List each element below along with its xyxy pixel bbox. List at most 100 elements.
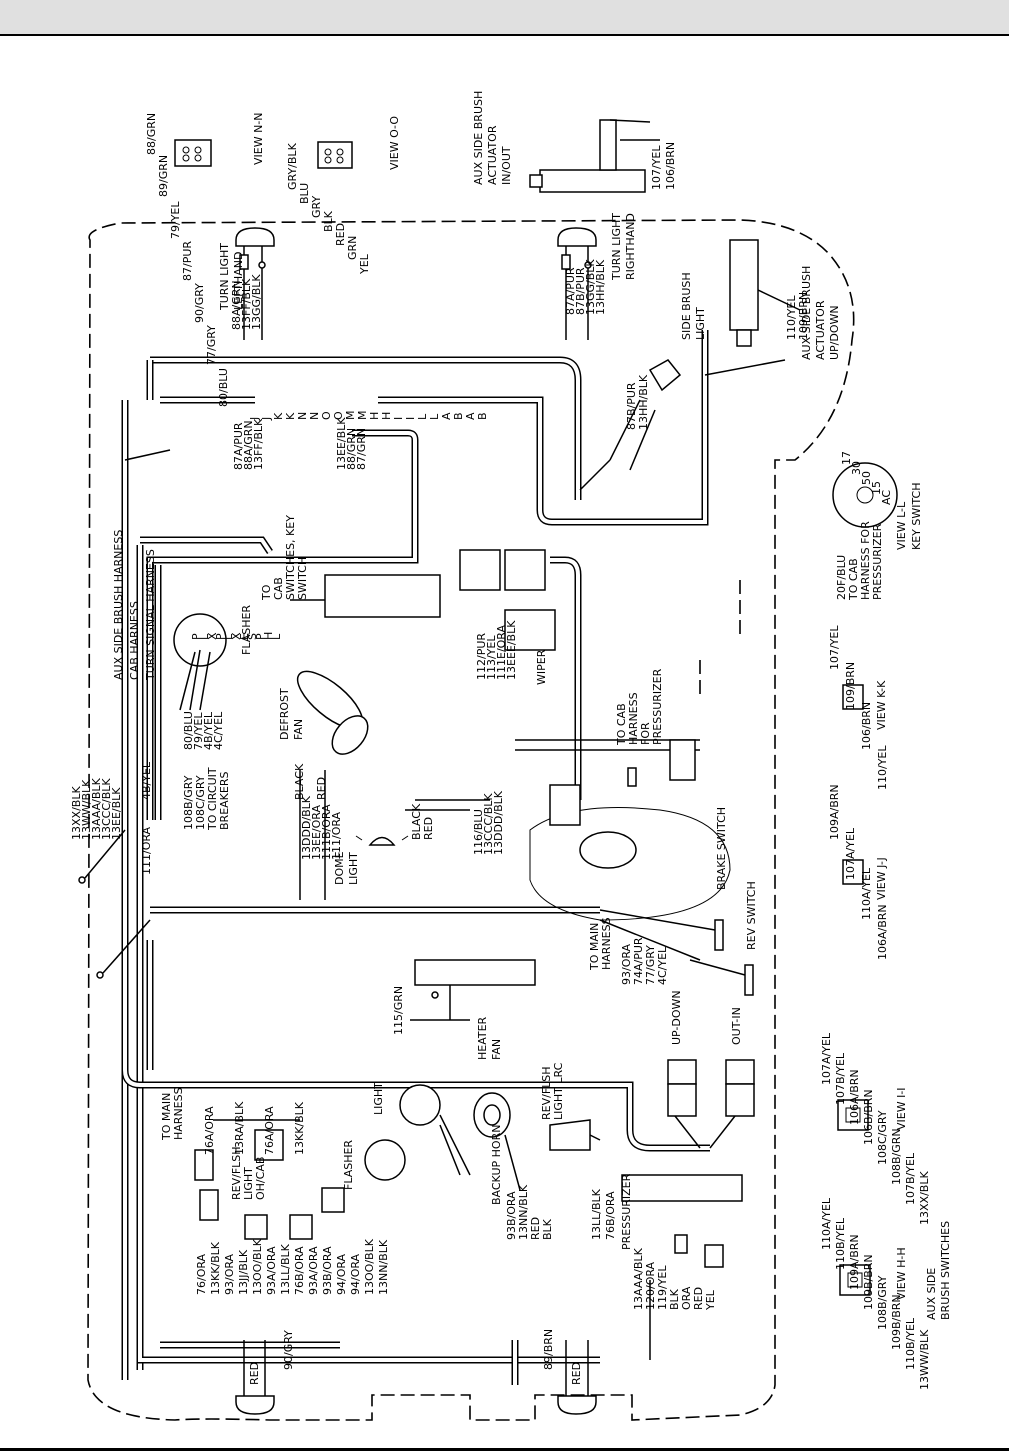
label-view-kk-wires: 110/YEL bbox=[876, 745, 889, 790]
footer-rule bbox=[0, 1448, 1009, 1451]
label-conn-letters: L bbox=[428, 413, 441, 420]
label-view-oo-wires: BLU bbox=[298, 183, 311, 204]
label-right-small-wires: 13CCC/BLK bbox=[482, 793, 495, 855]
label-rev-flsh-cab-wires: 13RA/BLK bbox=[233, 1101, 246, 1155]
label-view-kk-wires: 109/BRN bbox=[844, 662, 857, 710]
label-conn-j-wires: 13FF/BLK bbox=[252, 418, 265, 470]
label-rev-flsh-lrc: REV/FLSH bbox=[540, 1066, 553, 1120]
flasher-upper bbox=[173, 613, 227, 711]
label-breaker-label: 108C/GRY bbox=[194, 775, 207, 830]
label-view-nn-wires: 77/GRY bbox=[205, 325, 218, 365]
rev-flash-cab bbox=[194, 1119, 300, 1221]
label-pressurizer-wires: 13AAA/BLK bbox=[632, 1247, 645, 1310]
label-pin-letters: P bbox=[190, 633, 203, 640]
label-to-main-harness-2: TO MAIN bbox=[160, 1093, 173, 1141]
label-heater-wire: 115/GRN bbox=[392, 986, 405, 1035]
label-bottom-left-wires: 13KK/BLK bbox=[209, 1241, 222, 1295]
label-turn-left-wires: 13FF/BLK bbox=[240, 278, 253, 330]
label-turn-right-wires: 87B/PUR bbox=[574, 267, 587, 315]
label-left-ground-wires: 13AAA/BLK bbox=[90, 777, 103, 840]
label-view-ii-wires: 107B/YEL bbox=[834, 1052, 847, 1105]
label-view-ll-wires: PRESSURIZER bbox=[871, 523, 884, 600]
label-bottom-gry: 90/GRY bbox=[282, 1330, 295, 1370]
actuator-in-out bbox=[529, 119, 660, 193]
label-conn-letters: I bbox=[404, 417, 417, 420]
cab-switch-panel bbox=[290, 549, 556, 651]
label-conn-letters: B bbox=[476, 412, 489, 420]
label-aux-in-out: AUX SIDE BRUSH bbox=[472, 91, 485, 185]
view-oo-connector bbox=[317, 141, 353, 169]
label-view-jj-wires: 110A/YEL bbox=[860, 867, 873, 920]
label-side-brush-wires: 87B/PUR bbox=[625, 382, 638, 430]
rev-flash-lrc bbox=[549, 1119, 601, 1151]
label-view-hh-wires: 109B/BRN bbox=[862, 1254, 875, 1310]
label-view-oo-wires: YEL bbox=[358, 253, 371, 275]
label-conn-letters: I bbox=[392, 417, 405, 420]
label-conn-letters: J bbox=[248, 417, 261, 421]
label-bottom-left-wires: 13OO/BLK bbox=[363, 1238, 376, 1295]
turn-light-left bbox=[235, 227, 275, 340]
label-bottom-left-wires: 93A/ORA bbox=[307, 1246, 320, 1295]
label-main-wires: 77/GRY bbox=[644, 945, 657, 985]
view-kk bbox=[842, 684, 864, 710]
label-conn-letters: J bbox=[260, 417, 273, 421]
label-view-jj: VIEW J-J bbox=[875, 857, 888, 900]
pressurizer-cab bbox=[627, 580, 741, 787]
label-view-ll-pins: 17 bbox=[840, 451, 853, 465]
label-pressurizer-wires: 119/YEL bbox=[656, 1265, 669, 1310]
label-view-ll: VIEW L-L bbox=[895, 501, 908, 550]
label-turn-left-wires: 13GG/BLK bbox=[250, 274, 263, 330]
label-pressurizer-cab: FOR bbox=[639, 722, 652, 745]
label-bottom-left-wires: 93/ORA bbox=[223, 1253, 236, 1295]
dome-light bbox=[355, 799, 490, 846]
label-pin-letters: S bbox=[246, 633, 259, 640]
label-pin-letters: H bbox=[262, 632, 275, 640]
flasher-lower bbox=[244, 1139, 406, 1240]
label-conn-letters: M bbox=[356, 411, 369, 421]
label-conn-letters: N bbox=[296, 412, 309, 420]
label-turn-left: LEFTHAND bbox=[232, 252, 245, 310]
label-bottom-left-wires: 94/ORA bbox=[335, 1253, 348, 1295]
label-side-brush-light: SIDE BRUSH bbox=[680, 272, 693, 340]
label-view-hh-wires: 108B/GRY bbox=[876, 1275, 889, 1330]
view-ll-key-switch bbox=[832, 462, 898, 528]
label-flasher: FLASHER bbox=[240, 605, 253, 655]
label-dome-wires: 13EE/ORA bbox=[310, 805, 323, 860]
label-backup-wires: BLK bbox=[541, 1218, 554, 1240]
label-turn-left-wires: 88A/GRN bbox=[230, 280, 243, 330]
label-conn-letters: L bbox=[416, 413, 429, 420]
label-pin-letters: X bbox=[230, 632, 243, 640]
label-view-ii-wires: 108C/GRY bbox=[876, 1110, 889, 1165]
label-conn-letters: O bbox=[332, 411, 345, 420]
side-brush-light bbox=[579, 359, 682, 491]
label-wiper: WIPER bbox=[535, 649, 548, 685]
label-view-jj-wires: 106A/BRN bbox=[876, 904, 889, 960]
label-view-ll-pins: 30 bbox=[850, 461, 863, 475]
backup-horn bbox=[473, 1092, 521, 1191]
label-view-oo-wires: GRY/BLK bbox=[286, 142, 299, 190]
label-conn-letters: N bbox=[308, 412, 321, 420]
heater-fan bbox=[410, 959, 536, 1021]
label-heater-fan: FAN bbox=[490, 1039, 503, 1060]
label-view-ii-wires: 106A/BRN bbox=[848, 1069, 861, 1125]
label-pin-letters: E bbox=[238, 633, 251, 640]
label-view-ll-wires: TO CAB bbox=[847, 558, 860, 601]
label-conn-letters: M bbox=[344, 411, 357, 421]
label-dome-wires: 111/ORA bbox=[330, 811, 343, 860]
label-lrc-wires: 76B/ORA bbox=[604, 1191, 617, 1240]
label-main-wires: 74A/PUR bbox=[632, 937, 645, 985]
label-aux-up-down: ACTUATOR bbox=[814, 300, 827, 360]
label-side-brush-light: LIGHT bbox=[694, 307, 707, 340]
label-view-jj-wires: 107A/YEL bbox=[844, 827, 857, 880]
label-to-cab-key: SWITCH bbox=[296, 557, 309, 600]
label-to-main-harness: TO MAIN bbox=[588, 923, 601, 971]
label-pressurizer-wires: BLK bbox=[668, 1288, 681, 1310]
label-view-hh-wires: 109B/BRN bbox=[890, 1294, 903, 1350]
label-view-hh-wires: 110B/YEL bbox=[904, 1317, 917, 1370]
label-dome-light: DOME bbox=[333, 851, 346, 885]
label-aux-in-out: IN/OUT bbox=[500, 146, 513, 185]
turn-light-right bbox=[557, 227, 597, 340]
label-dome-black-red: RED bbox=[422, 817, 435, 840]
label-pressurizer: PRESSURIZER bbox=[620, 1173, 633, 1250]
label-bottom-brn: 89/BRN bbox=[542, 1329, 555, 1370]
